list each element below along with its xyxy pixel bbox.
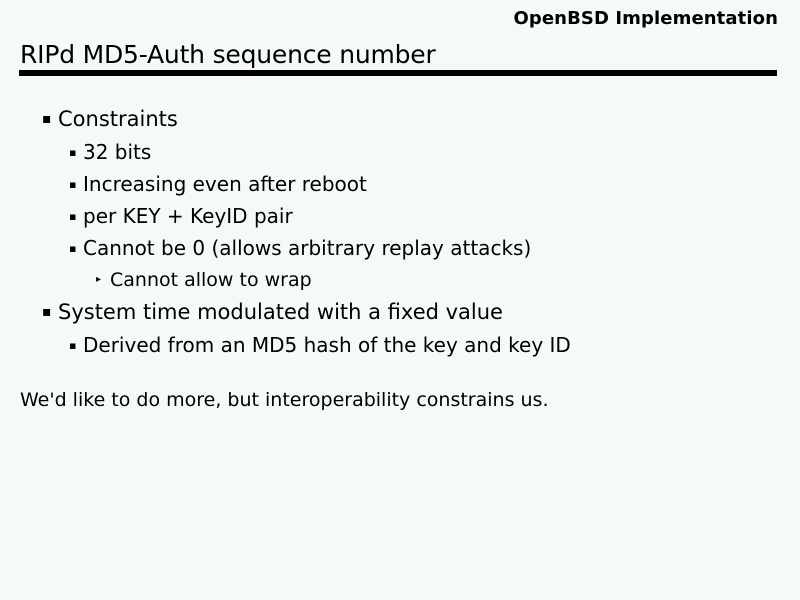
list-item: ▪ 32 bits	[0, 138, 800, 167]
list-item-label: Cannot allow to wrap	[110, 269, 312, 291]
page-title: RIPd MD5-Auth sequence number	[20, 40, 436, 69]
square-bullet-icon: ▪	[42, 304, 52, 320]
list-item: ▪ Derived from an MD5 hash of the key an…	[0, 331, 800, 360]
list-item-label: System time modulated with a fixed value	[58, 300, 503, 324]
square-bullet-icon: ▪	[69, 339, 77, 352]
list-item-label: Increasing even after reboot	[83, 172, 367, 196]
list-item: ▸ Cannot allow to wrap	[0, 266, 800, 294]
square-bullet-icon: ▪	[42, 111, 52, 127]
square-bullet-icon: ▪	[69, 210, 77, 223]
list-item-label: Cannot be 0 (allows arbitrary replay att…	[83, 236, 532, 260]
list-item-label: Constraints	[58, 107, 178, 131]
slide-body: ▪ Constraints ▪ 32 bits ▪ Increasing eve…	[0, 104, 800, 363]
list-item: ▪ Increasing even after reboot	[0, 170, 800, 199]
list-item-label: 32 bits	[83, 140, 152, 164]
list-item: ▪ Cannot be 0 (allows arbitrary replay a…	[0, 234, 800, 263]
closing-statement: We'd like to do more, but interoperabili…	[20, 389, 549, 411]
square-bullet-icon: ▪	[69, 242, 77, 255]
list-item: ▪ Constraints	[0, 104, 800, 134]
square-bullet-icon: ▪	[69, 178, 77, 191]
list-item-label: Derived from an MD5 hash of the key and …	[83, 333, 571, 357]
triangle-bullet-icon: ▸	[96, 274, 102, 285]
list-item-label: per KEY + KeyID pair	[83, 204, 293, 228]
title-divider	[19, 70, 777, 76]
list-item: ▪ System time modulated with a fixed val…	[0, 297, 800, 327]
square-bullet-icon: ▪	[69, 146, 77, 159]
list-item: ▪ per KEY + KeyID pair	[0, 202, 800, 231]
slide-header-note: OpenBSD Implementation	[513, 8, 778, 29]
